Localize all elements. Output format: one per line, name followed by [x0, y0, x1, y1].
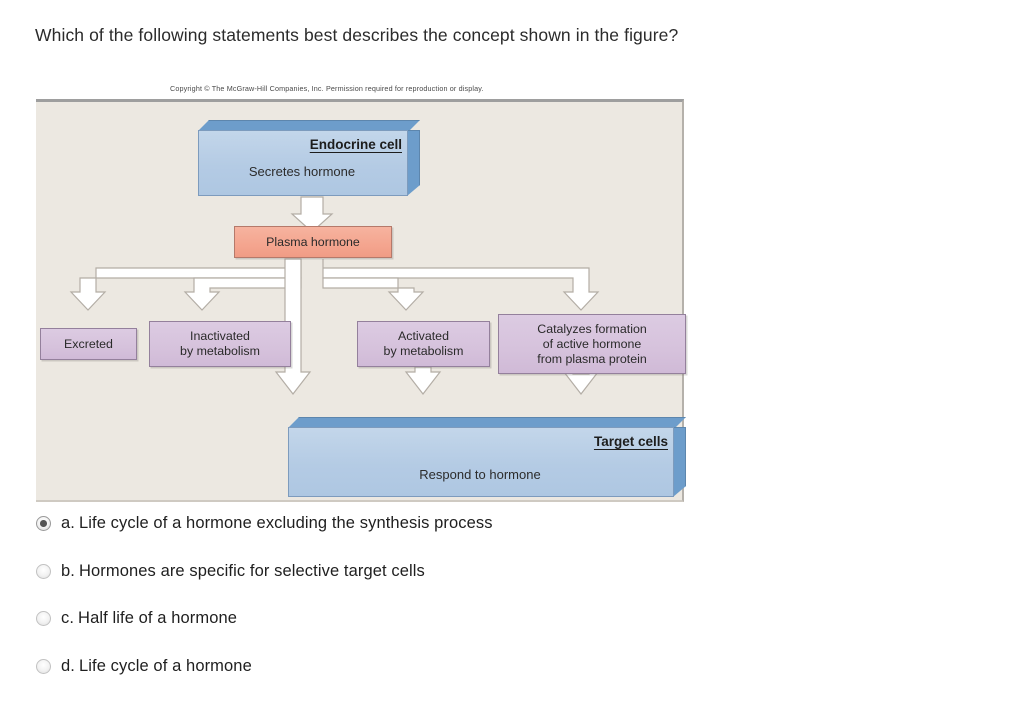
option-c-text[interactable]: c.Half life of a hormone — [61, 609, 237, 628]
catalyzes-line-2: of active hormone — [542, 336, 642, 351]
answer-options-list: a.Life cycle of a hormone excluding the … — [36, 500, 836, 690]
option-d-text[interactable]: d.Life cycle of a hormone — [61, 657, 252, 676]
node-target-cells: Target cells Respond to hormone — [288, 417, 686, 497]
inactivated-line-1: Inactivated — [190, 329, 250, 343]
option-a-text[interactable]: a.Life cycle of a hormone excluding the … — [61, 514, 493, 533]
option-b-text[interactable]: b.Hormones are specific for selective ta… — [61, 562, 425, 581]
option-c-label: Half life of a hormone — [78, 609, 238, 628]
option-a-letter: a. — [61, 514, 75, 533]
radio-option-b[interactable] — [36, 563, 51, 579]
inactivated-line-2: by metabolism — [180, 344, 260, 358]
node-inactivated-by-metabolism: Inactivated by metabolism — [149, 321, 291, 367]
node-excreted: Excreted — [40, 328, 137, 360]
radio-option-d[interactable] — [36, 658, 51, 674]
page-title: Which of the following statements best d… — [35, 25, 679, 45]
endocrine-cell-subtitle: Secretes hormone — [248, 164, 356, 179]
target-cells-subtitle: Respond to hormone — [419, 467, 541, 482]
activated-line-1: Activated — [398, 329, 449, 343]
radio-option-c[interactable] — [36, 611, 51, 627]
target-cells-title: Target cells — [593, 434, 668, 449]
option-row-a[interactable]: a.Life cycle of a hormone excluding the … — [36, 500, 836, 548]
activated-label: Activated by metabolism — [384, 329, 464, 359]
option-d-letter: d. — [61, 656, 75, 675]
option-row-b[interactable]: b.Hormones are specific for selective ta… — [36, 548, 836, 596]
endocrine-cell-title: Endocrine cell — [309, 137, 402, 152]
excreted-label: Excreted — [64, 336, 113, 351]
option-b-label: Hormones are specific for selective targ… — [78, 561, 425, 580]
option-a-label: Life cycle of a hormone excluding the sy… — [78, 514, 493, 533]
node-endocrine-cell: Endocrine cell Secretes hormone — [198, 120, 420, 196]
node-catalyzes-formation: Catalyzes formation of active hormone fr… — [498, 314, 686, 374]
plasma-hormone-label: Plasma hormone — [266, 234, 360, 249]
activated-line-2: by metabolism — [383, 344, 464, 358]
catalyzes-label: Catalyzes formation of active hormone fr… — [537, 322, 647, 367]
inactivated-label: Inactivated by metabolism — [180, 329, 260, 359]
option-row-c[interactable]: c.Half life of a hormone — [36, 595, 836, 643]
option-d-label: Life cycle of a hormone — [78, 656, 252, 675]
target-cells-front-face — [288, 427, 674, 497]
hormone-lifecycle-figure: Copyright © The McGraw-Hill Companies, I… — [36, 84, 686, 504]
catalyzes-line-3: from plasma protein — [537, 351, 647, 366]
option-b-letter: b. — [61, 561, 75, 580]
radio-option-a[interactable] — [36, 516, 51, 532]
node-activated-by-metabolism: Activated by metabolism — [357, 321, 490, 367]
endocrine-cell-side-face — [407, 130, 420, 196]
target-cells-side-face — [673, 427, 686, 497]
figure-canvas: .pipe { fill:#ffffff; stroke:#b3ada5; st… — [36, 99, 686, 502]
endocrine-cell-front-face — [198, 130, 408, 196]
option-row-d[interactable]: d.Life cycle of a hormone — [36, 643, 836, 691]
figure-copyright-notice: Copyright © The McGraw-Hill Companies, I… — [170, 84, 484, 93]
node-plasma-hormone: Plasma hormone — [234, 226, 392, 258]
option-c-letter: c. — [61, 609, 75, 628]
catalyzes-line-1: Catalyzes formation — [537, 321, 647, 336]
